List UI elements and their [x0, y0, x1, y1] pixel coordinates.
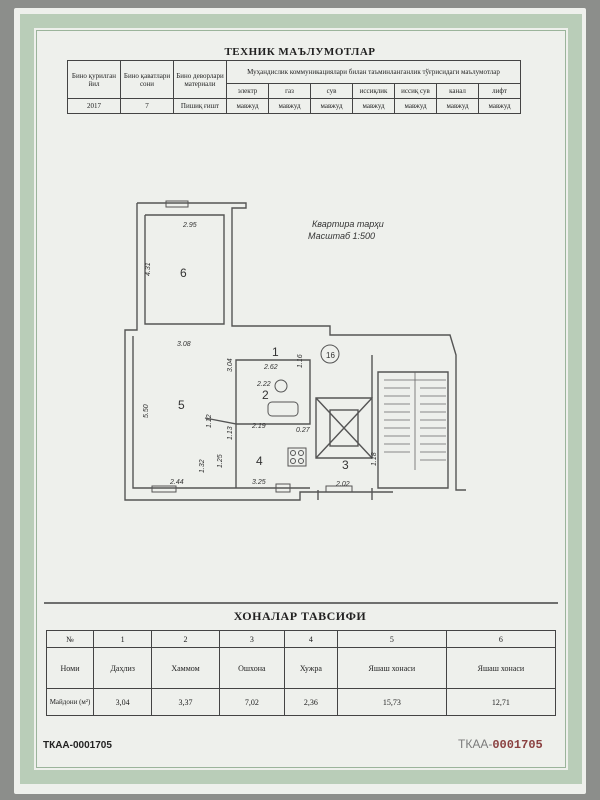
room-name-cell: Яшаш хонаси [445, 647, 557, 689]
stair-treads [384, 372, 446, 470]
room-number-cell: 1 [92, 630, 153, 648]
rooms-section-title: ХОНАЛАР ТАВСИФИ [233, 609, 367, 623]
guilloche-frame [20, 14, 582, 784]
dimension-label: 1.25 [217, 454, 224, 468]
room-name-cell: Хаммом [151, 647, 220, 689]
window [325, 485, 353, 493]
dimension-label: 1.13 [227, 426, 234, 440]
tech-info-table: Бино қурилган йил Бино қаватлари сони Би… [67, 60, 521, 114]
room-number-cell: 4 [283, 630, 338, 648]
room-area-cell: 12,71 [445, 688, 557, 716]
dimension-label: 1.16 [297, 354, 304, 368]
wall-outline [144, 214, 225, 325]
window [151, 485, 177, 493]
dimension-label: 1.18 [371, 452, 378, 466]
room-area-cell: 15,73 [336, 688, 447, 716]
room-number: 6 [180, 266, 187, 280]
room-number-cell: 5 [336, 630, 447, 648]
room-area-cell: 3,37 [151, 688, 220, 716]
wall-outline [235, 359, 311, 425]
radiator [275, 483, 291, 493]
utility-value: мавжуд [352, 98, 395, 114]
window [165, 200, 189, 208]
serial-prefix: ТКАА- [458, 737, 493, 751]
room-number: 1 [272, 345, 279, 359]
elevator-cross [315, 397, 373, 459]
rooms-table: № 1 2 3 4 5 6 Номи Даҳлиз Хаммом Ошхона … [46, 630, 557, 716]
wall-outline [204, 417, 237, 488]
dimension-label: 2.62 [263, 364, 278, 371]
room-area-cell: 3,04 [92, 688, 153, 716]
room-name-cell: Яшаш хонаси [336, 647, 447, 689]
dimension-label: 2.44 [169, 479, 184, 486]
room-area-cell: 7,02 [218, 688, 285, 716]
dimension-label: 2.19 [251, 423, 266, 430]
room-name-cell: Даҳлиз [92, 647, 153, 689]
elevator-car [329, 409, 359, 447]
room-name-cell: Хужра [283, 647, 338, 689]
room-number-cell: 6 [445, 630, 557, 648]
utility-value: мавжуд [436, 98, 479, 114]
dimension-label: 4.31 [145, 262, 152, 276]
dimension-label: 2.02 [335, 481, 350, 488]
dimension-label: 5.50 [143, 404, 150, 418]
plan-caption-title: Квартира тарҳи [312, 219, 384, 229]
entrance-marker [320, 344, 340, 364]
room-name-cell: Ошхона [218, 647, 285, 689]
tech-info-title: ТЕХНИК МАЪЛУМОТЛАР [224, 46, 376, 58]
stair-well [377, 371, 449, 489]
stove [287, 447, 307, 467]
wall-outline [132, 336, 310, 489]
document-code: ТКАА-0001705 [43, 740, 112, 751]
dimension-label: 3.04 [227, 358, 234, 372]
wall-material-header: Бино деворлари материали [173, 60, 227, 99]
serial-number: ТКАА-0001705 [458, 737, 543, 752]
dimension-label: 3.08 [177, 341, 191, 348]
entrance-number: 16 [326, 351, 335, 360]
room-number-cell: 3 [218, 630, 285, 648]
wall-outline [137, 202, 466, 491]
dimension-label: 1.32 [199, 459, 206, 473]
toilet [274, 379, 288, 393]
wall-outline [124, 203, 393, 501]
room-number-cell: 2 [151, 630, 220, 648]
serial-digits: 0001705 [492, 738, 543, 752]
room-number: 4 [256, 454, 263, 468]
dimension-label: 3.25 [252, 479, 266, 486]
room-number: 2 [262, 388, 269, 402]
room-number: 5 [178, 398, 185, 412]
name-header: Номи [46, 647, 94, 689]
dimension-label: 0.27 [296, 427, 311, 434]
wall-outline [317, 355, 373, 500]
fixtures [151, 200, 353, 493]
dimension-label: 2.95 [182, 222, 197, 229]
room-number: 3 [342, 458, 349, 472]
plan-caption-scale: Масштаб 1:500 [308, 231, 375, 241]
utilities-header: Муҳандислик коммуникациялари билан таъми… [226, 60, 521, 84]
inner-frame-line [36, 30, 566, 768]
dimension-label: 2.22 [256, 381, 271, 388]
wall-material-value: Пишиқ ғишт [173, 98, 227, 114]
room-area-cell: 2,36 [283, 688, 338, 716]
number-header: № [46, 630, 94, 648]
utility-value: мавжуд [268, 98, 311, 114]
utility-value: мавжуд [478, 98, 521, 114]
dimension-label: 1.12 [206, 414, 213, 428]
bathtub [267, 401, 299, 417]
area-header: Майдони (м²) [46, 688, 94, 716]
